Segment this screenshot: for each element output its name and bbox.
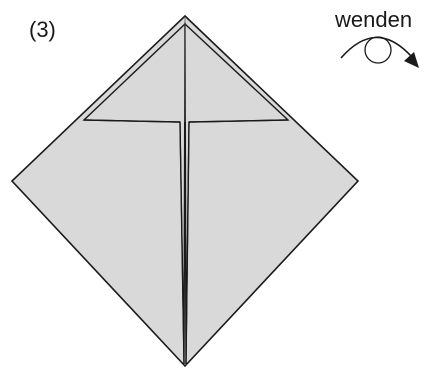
turn-over-arrow-icon [341,37,419,68]
